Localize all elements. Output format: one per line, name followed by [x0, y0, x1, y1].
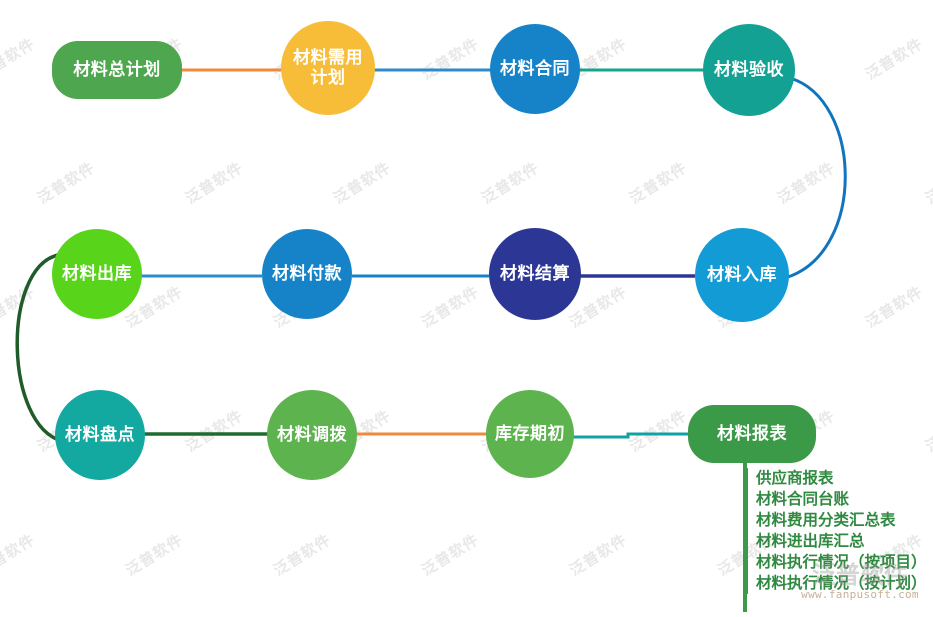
node-label: 材料出库 — [62, 263, 132, 284]
node-label: 材料结算 — [500, 263, 570, 284]
node-n2[interactable]: 材料需用计划 — [281, 21, 375, 115]
node-n3[interactable]: 材料合同 — [490, 24, 580, 114]
node-n4[interactable]: 材料验收 — [703, 24, 795, 116]
node-label: 材料盘点 — [65, 424, 135, 445]
node-n7[interactable]: 材料付款 — [262, 229, 352, 319]
node-n11[interactable]: 库存期初 — [486, 390, 574, 478]
node-label: 材料调拨 — [277, 424, 347, 445]
report-list-item[interactable]: 材料进出库汇总 — [756, 532, 865, 550]
node-n12[interactable]: 材料报表 — [688, 405, 816, 463]
node-n1[interactable]: 材料总计划 — [52, 41, 182, 99]
report-list-item[interactable]: 材料费用分类汇总表 — [756, 511, 896, 529]
node-n9[interactable]: 材料盘点 — [55, 390, 145, 480]
node-label: 材料入库 — [707, 264, 777, 285]
node-n5[interactable]: 材料入库 — [695, 228, 789, 322]
edge-acceptance-to-inbound-arc — [787, 76, 847, 279]
node-label: 材料总计划 — [73, 59, 161, 80]
report-list-item[interactable]: 供应商报表 — [756, 469, 834, 487]
report-list-item[interactable]: 材料合同台账 — [756, 490, 850, 508]
node-label: 材料验收 — [714, 59, 784, 80]
report-list-item[interactable]: 材料执行情况（按项目） — [756, 553, 927, 571]
node-label: 材料报表 — [717, 423, 787, 444]
node-label: 材料合同 — [500, 58, 570, 79]
report-list[interactable]: 供应商报表材料合同台账材料费用分类汇总表材料进出库汇总材料执行情况（按项目） 材料… — [744, 468, 932, 594]
edge-opening-stock-to-reports — [570, 432, 690, 439]
edge-outbound-to-stocktake-arc — [15, 253, 63, 443]
node-label: 库存期初 — [495, 423, 565, 444]
node-n8[interactable]: 材料出库 — [52, 229, 142, 319]
report-list-item[interactable]: 材料执行情况（按计划） — [756, 574, 927, 592]
node-label: 材料付款 — [272, 263, 342, 284]
node-n6[interactable]: 材料结算 — [489, 228, 581, 320]
node-label: 材料需用计划 — [293, 47, 363, 88]
node-n10[interactable]: 材料调拨 — [267, 390, 357, 480]
